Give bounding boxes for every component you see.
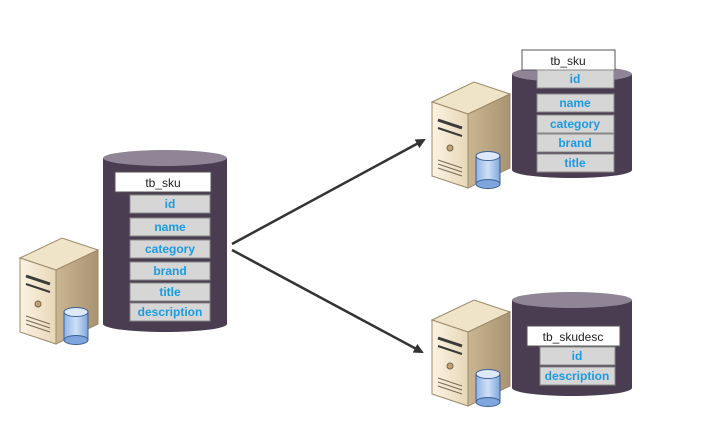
- field-name: description: [138, 305, 203, 319]
- target-sku-table: tb_sku id name category brand title: [521, 49, 616, 173]
- field-name: brand: [153, 264, 186, 278]
- arrow-to-tb-sku: [231, 138, 426, 246]
- field-name: category: [145, 242, 195, 256]
- target-sku-table-name: tb_sku: [550, 54, 585, 68]
- field-row: category: [129, 239, 211, 259]
- source-field-list: id name category brand title description: [129, 194, 211, 322]
- field-row: id: [536, 69, 615, 89]
- field-row: title: [129, 282, 211, 302]
- field-row: id: [539, 346, 616, 366]
- field-row: description: [129, 302, 211, 322]
- field-name: title: [564, 156, 586, 170]
- target-skudesc-table-name: tb_skudesc: [543, 330, 604, 344]
- target-skudesc-table: tb_skudesc id description: [526, 325, 621, 386]
- field-row: brand: [536, 133, 615, 153]
- field-name: id: [570, 72, 581, 86]
- field-name: description: [545, 369, 610, 383]
- field-row: name: [129, 217, 211, 237]
- field-name: name: [559, 96, 591, 110]
- source-table-name: tb_sku: [145, 176, 180, 190]
- source-server-icon: [18, 236, 100, 346]
- field-name: title: [159, 285, 181, 299]
- field-row: category: [536, 114, 615, 134]
- field-row: title: [536, 153, 615, 173]
- field-row: description: [539, 366, 616, 386]
- field-row: id: [129, 194, 211, 214]
- arrow-to-tb-skudesc: [231, 248, 424, 354]
- field-name: id: [572, 349, 583, 363]
- field-name: id: [165, 197, 176, 211]
- field-name: category: [550, 117, 600, 131]
- target-sku-field-list: id name category brand title: [536, 69, 615, 173]
- field-name: brand: [558, 136, 591, 150]
- source-table: tb_sku id name category brand title desc…: [114, 171, 212, 322]
- target-skudesc-field-list: id description: [539, 346, 616, 386]
- target-skudesc-server-icon: [430, 298, 512, 408]
- field-row: brand: [129, 261, 211, 281]
- field-name: name: [154, 220, 186, 234]
- field-row: name: [536, 93, 615, 113]
- target-sku-server-icon: [430, 80, 512, 190]
